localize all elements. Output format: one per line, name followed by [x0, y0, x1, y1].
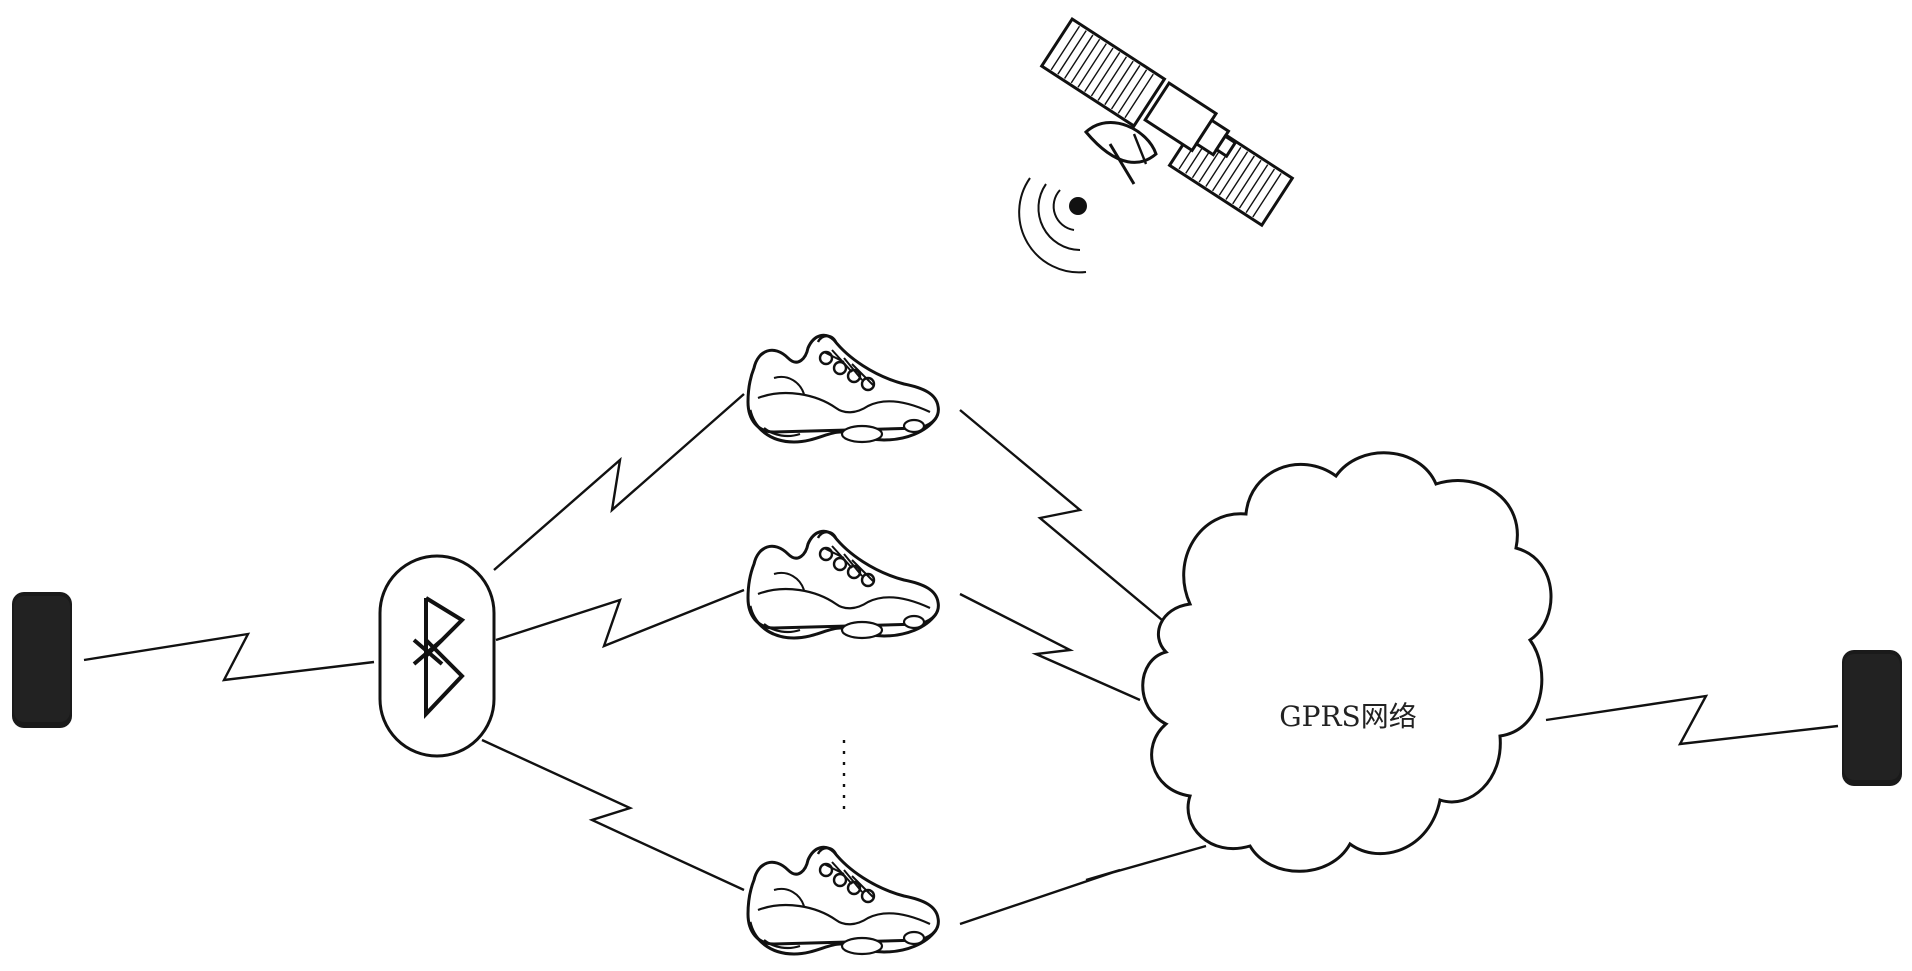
signal-waves-icon [1018, 177, 1087, 274]
shoe-icon [746, 529, 940, 640]
network-label: GPRS网络 [1279, 700, 1416, 733]
wireless-link [493, 393, 745, 571]
shoe-icon [746, 845, 940, 956]
shoe-icon [746, 333, 940, 444]
wireless-link [481, 738, 745, 892]
wireless-link [83, 632, 375, 682]
wireless-link [959, 844, 1207, 926]
wireless-link [959, 592, 1141, 702]
wireless-link [1545, 694, 1839, 746]
wireless-link [959, 409, 1163, 621]
wireless-link [495, 588, 745, 649]
cloud-icon: GPRS网络 [1141, 451, 1553, 873]
phone-device-icon [1842, 650, 1902, 786]
satellite-icon [1039, 17, 1295, 228]
phone-device-icon [12, 592, 72, 728]
bluetooth-icon [378, 554, 496, 758]
